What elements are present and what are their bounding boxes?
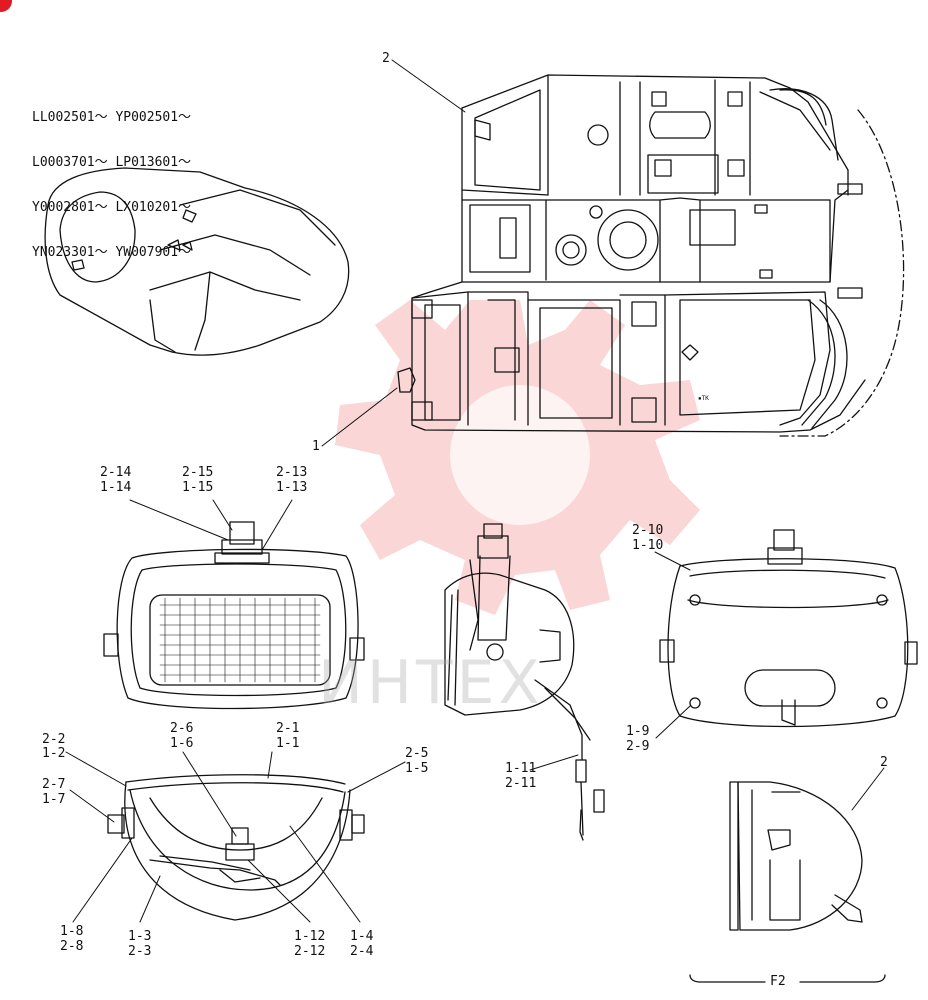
callout-2-14: 2-14 xyxy=(100,465,132,480)
callout-2-3: 2-3 xyxy=(128,944,152,959)
headlight-rear-drawing xyxy=(659,529,918,728)
callout-1-10: 1-10 xyxy=(632,538,664,553)
serial-line: LL002501～ YP002501～ xyxy=(32,110,192,125)
callout-2-2: 2-2 xyxy=(42,732,66,747)
f2-detail-drawing xyxy=(689,781,886,983)
headlight-section-drawing xyxy=(107,774,365,921)
callout-1-3: 1-3 xyxy=(128,929,152,944)
callout-1-frame: 1 xyxy=(312,439,320,454)
callout-2-13: 2-13 xyxy=(276,465,308,480)
callout-2-15: 2-15 xyxy=(182,465,214,480)
callout-2-f2: 2 xyxy=(880,755,888,770)
leader-lines xyxy=(65,59,885,923)
callout-2-1: 2-1 xyxy=(276,721,300,736)
callout-2-7: 2-7 xyxy=(42,777,66,792)
headlight-side-drawing xyxy=(444,523,605,841)
serial-line: YN023301～ YW007901～ xyxy=(32,245,192,260)
callout-2-9: 2-9 xyxy=(626,739,650,754)
callout-2-top: 2 xyxy=(382,51,390,66)
callout-1-4: 1-4 xyxy=(350,929,374,944)
callout-2-8: 2-8 xyxy=(60,939,84,954)
callout-1-2: 1-2 xyxy=(42,746,66,761)
svg-text:▪TK: ▪TK xyxy=(698,395,709,402)
callout-1-7: 1-7 xyxy=(42,792,66,807)
detail-label-f2: F2 xyxy=(770,974,786,989)
callout-1-1: 1-1 xyxy=(276,736,300,751)
cab-shell-drawing xyxy=(44,167,350,356)
callout-1-9: 1-9 xyxy=(626,724,650,739)
callout-1-14: 1-14 xyxy=(100,480,132,495)
watermark-text: ИНТЕХ xyxy=(318,648,544,718)
watermark-logo xyxy=(335,300,700,615)
callout-2-4: 2-4 xyxy=(350,944,374,959)
callout-1-12: 1-12 xyxy=(294,929,326,944)
serial-line: L0003701～ LP013601～ xyxy=(32,155,192,170)
serial-line: Y0002801～ LX010201～ xyxy=(32,200,192,215)
revolving-frame-drawing: ▪TK xyxy=(397,74,905,437)
callout-2-11: 2-11 xyxy=(505,776,537,791)
callout-2-12: 2-12 xyxy=(294,944,326,959)
callout-1-13: 1-13 xyxy=(276,480,308,495)
callout-1-15: 1-15 xyxy=(182,480,214,495)
serial-number-block: LL002501～ YP002501～ L0003701～ LP013601～ … xyxy=(32,80,191,275)
callout-2-10: 2-10 xyxy=(632,523,664,538)
headlight-front-drawing xyxy=(103,521,365,710)
callout-2-5: 2-5 xyxy=(405,746,429,761)
callout-1-11: 1-11 xyxy=(505,761,537,776)
callout-1-6: 1-6 xyxy=(170,736,194,751)
callout-1-5: 1-5 xyxy=(405,761,429,776)
callout-2-6: 2-6 xyxy=(170,721,194,736)
callout-1-8: 1-8 xyxy=(60,924,84,939)
